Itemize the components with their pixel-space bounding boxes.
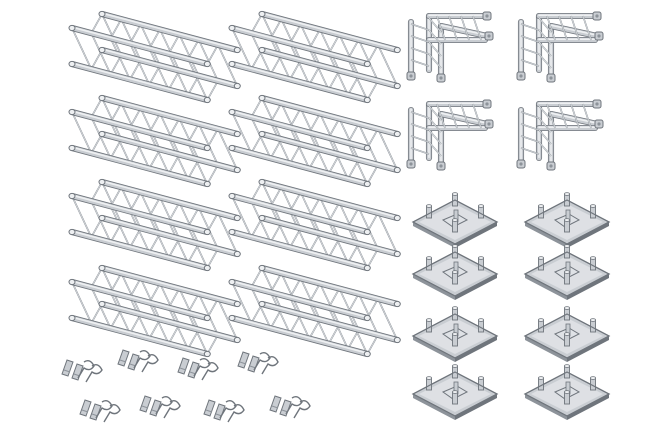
- connector-set: [79, 399, 121, 423]
- base-plate: [411, 364, 499, 420]
- straight-truss-section: [68, 94, 241, 188]
- connector-set: [117, 349, 159, 373]
- corner-truss-group: [406, 11, 604, 171]
- connector-set: [61, 359, 103, 383]
- base-plate: [411, 306, 499, 362]
- corner-truss-piece: [406, 11, 494, 83]
- connector-group: [61, 349, 311, 423]
- connector-set: [203, 399, 245, 423]
- connector-set: [139, 395, 181, 419]
- base-plate: [523, 306, 611, 362]
- straight-truss-group: [68, 10, 401, 358]
- base-plate: [523, 364, 611, 420]
- base-plate: [523, 244, 611, 300]
- base-plate: [523, 192, 611, 248]
- base-plate-group: [411, 192, 611, 420]
- corner-truss-piece: [516, 11, 604, 83]
- connector-set: [177, 357, 219, 381]
- straight-truss-section: [68, 178, 241, 272]
- corner-truss-piece: [516, 99, 604, 171]
- connector-set: [269, 395, 311, 419]
- straight-truss-section: [228, 94, 401, 188]
- corner-truss-piece: [406, 99, 494, 171]
- base-plate: [411, 244, 499, 300]
- straight-truss-section: [68, 264, 241, 358]
- straight-truss-section: [68, 10, 241, 104]
- base-plate: [411, 192, 499, 248]
- connector-set: [237, 351, 279, 375]
- straight-truss-section: [228, 178, 401, 272]
- straight-truss-section: [228, 264, 401, 358]
- straight-truss-section: [228, 10, 401, 104]
